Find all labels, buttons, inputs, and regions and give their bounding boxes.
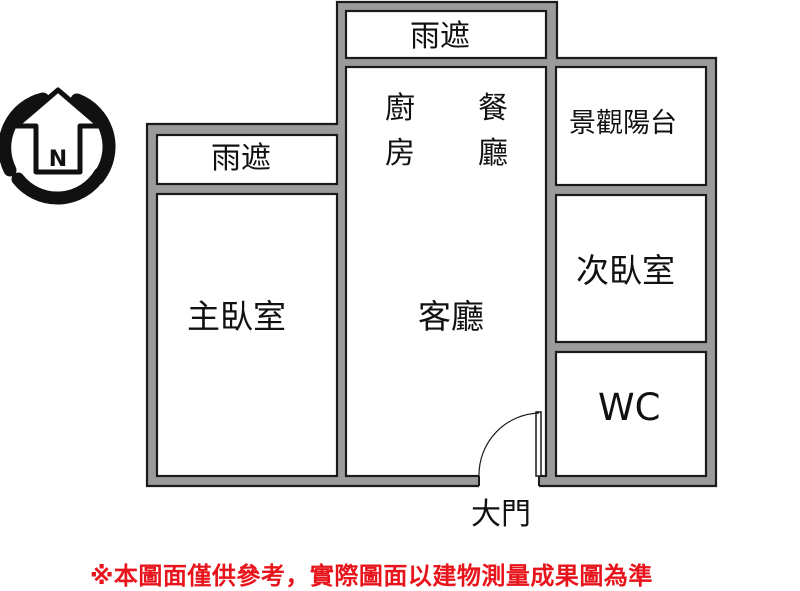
kitchen-label-2: 房 (385, 136, 415, 171)
compass-arrow (13, 87, 103, 175)
compass-ring (11, 167, 107, 205)
compass-ring (0, 92, 50, 177)
master-bedroom-room (155, 192, 339, 478)
view-balcony-room (554, 65, 708, 187)
door-leaf[interactable] (535, 411, 542, 477)
disclaimer-text: ※本圖面僅供參考，實際圖面以建物測量成果圖為準 (90, 562, 653, 590)
compass-letter: N (49, 147, 67, 172)
balcony-left-label: 雨遮 (211, 141, 271, 176)
living-room-label: 客廳 (418, 297, 484, 336)
main-door-label: 大門 (471, 497, 531, 532)
bedroom2-label: 次臥室 (576, 251, 675, 290)
view-balcony-label: 景觀陽台 (569, 108, 677, 139)
balcony-top-label: 雨遮 (410, 19, 470, 54)
dining-label-1: 餐 (478, 91, 508, 126)
north-arrow-icon: N (0, 87, 116, 205)
bedroom2-room (554, 193, 708, 344)
wc-label: WC (598, 386, 661, 429)
kitchen-label-1: 廚 (385, 91, 415, 126)
dining-label-2: 廳 (478, 136, 508, 171)
door-swing-arc (478, 412, 540, 477)
compass-ring (70, 93, 116, 185)
balcony-top-room (344, 9, 548, 60)
balcony-left-room (155, 133, 339, 186)
master-bedroom-label: 主臥室 (187, 297, 286, 336)
door-opening (479, 470, 539, 490)
living-room-room (344, 65, 548, 478)
wc-room (554, 350, 708, 478)
